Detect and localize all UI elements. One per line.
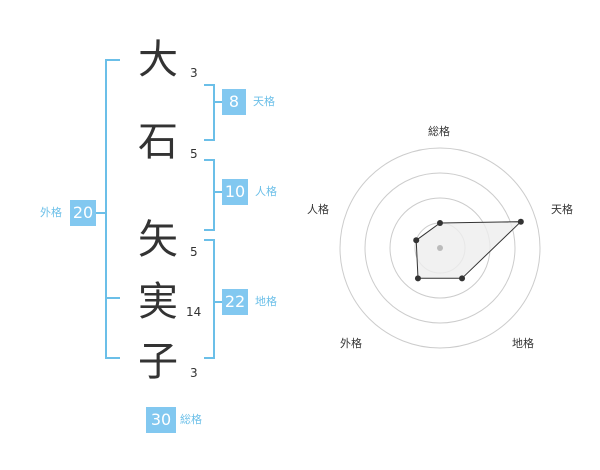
radar-point — [413, 237, 420, 244]
chikaku-label: 地格 — [255, 295, 277, 308]
radar-axis-gaikaku: 外格 — [340, 337, 362, 350]
tenkaku-label: 天格 — [253, 95, 275, 108]
given-char-1: 矢 — [138, 217, 178, 263]
surname-strokes-2: 5 — [190, 147, 198, 161]
radar-area — [415, 221, 523, 279]
soukaku-value: 30 — [146, 407, 176, 433]
soukaku-label: 総格 — [180, 413, 202, 426]
radar-axis-tenkaku: 天格 — [551, 203, 573, 216]
tenkaku-bracket — [204, 84, 215, 141]
given-char-2: 実 — [138, 279, 178, 325]
radar-axis-soukaku: 総格 — [428, 125, 450, 138]
surname-char-2: 石 — [138, 119, 178, 165]
radar-ring — [364, 172, 516, 324]
radar-point — [414, 275, 421, 282]
gaikaku-value: 20 — [70, 200, 96, 226]
radar-point — [517, 218, 524, 225]
radar-point — [459, 275, 466, 282]
gaikaku-bracket — [105, 59, 120, 359]
chikaku-value: 22 — [222, 289, 248, 315]
given-strokes-3: 3 — [190, 366, 198, 380]
radar-ring — [339, 147, 541, 349]
radar-point — [437, 220, 443, 226]
chikaku-bracket — [204, 239, 215, 359]
surname-strokes-1: 3 — [190, 66, 198, 80]
radar-center-dot — [437, 245, 443, 251]
tenkaku-value: 8 — [222, 89, 246, 115]
radar-axis-chikaku: 地格 — [512, 337, 534, 350]
jinkaku-bracket — [204, 159, 215, 231]
given-strokes-1: 5 — [190, 245, 198, 259]
surname-char-1: 大 — [138, 37, 178, 83]
gaikaku-label: 外格 — [40, 206, 62, 219]
jinkaku-value: 10 — [222, 179, 248, 205]
given-char-3: 子 — [138, 339, 178, 385]
radar-axis-jinkaku: 人格 — [307, 203, 329, 216]
jinkaku-label: 人格 — [255, 185, 277, 198]
given-strokes-2: 14 — [186, 305, 202, 319]
